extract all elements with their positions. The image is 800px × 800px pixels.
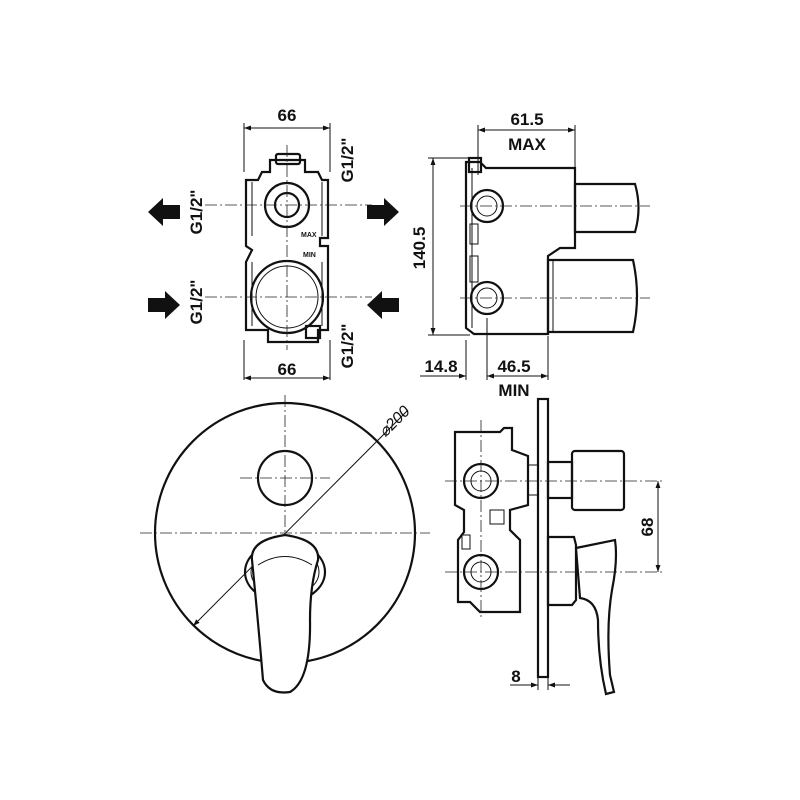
dim-label-66-upper: 66 [278,106,297,125]
diameter-leader [192,409,409,627]
dim-label-66-lower: 66 [278,360,297,379]
side-lower-cylinder [546,258,639,334]
lever-handle [250,533,320,694]
front-view-plate: ⌀200 [140,395,430,694]
dim-label-8: 8 [511,667,520,686]
side-upper-cylinder [573,182,640,234]
installed-plate [536,397,550,679]
flow-arrow-out-right [367,198,399,226]
thread-label-left-upper: G1/2" [187,190,206,235]
dim-label-68: 68 [638,518,657,537]
side-body-outline [464,160,577,336]
handle-collar [546,535,578,607]
diverter-stem [546,460,574,500]
thread-label-right-lower: G1/2" [338,324,357,369]
thread-label-right-upper: G1/2" [338,138,357,183]
dim-label-max: MAX [508,135,546,154]
dim-label-diameter: ⌀200 [376,403,414,441]
front-view-body: MAX MIN 66 66 G1/2" G1/2" G1/2" G1/2" [148,106,399,381]
flow-arrow-in-right [367,291,399,319]
thread-label-left-lower: G1/2" [187,280,206,325]
dim-label-61-5: 61.5 [510,110,543,129]
diverter-cap [570,449,626,512]
body-marking-max: MAX [301,232,317,239]
bottom-tab [304,324,322,340]
body-marking-min: MIN [303,252,316,259]
valve-body-outline [244,158,330,344]
side-top-clip [467,156,483,174]
dim-label-46-5: 46.5 [497,357,530,376]
flow-arrow-out-left [148,198,180,226]
installed-lever [574,538,618,696]
installed-body-outline [453,426,530,614]
side-view-body: 61.5 MAX 140.5 14.8 46.5 MIN [410,110,650,400]
top-nut [274,152,302,166]
flow-arrow-in-left [148,291,180,319]
side-view-installed: 8 68 [445,397,665,696]
dim-label-14-8: 14.8 [424,357,457,376]
dim-label-140-5: 140.5 [410,227,429,270]
dim-label-min: MIN [498,381,529,400]
